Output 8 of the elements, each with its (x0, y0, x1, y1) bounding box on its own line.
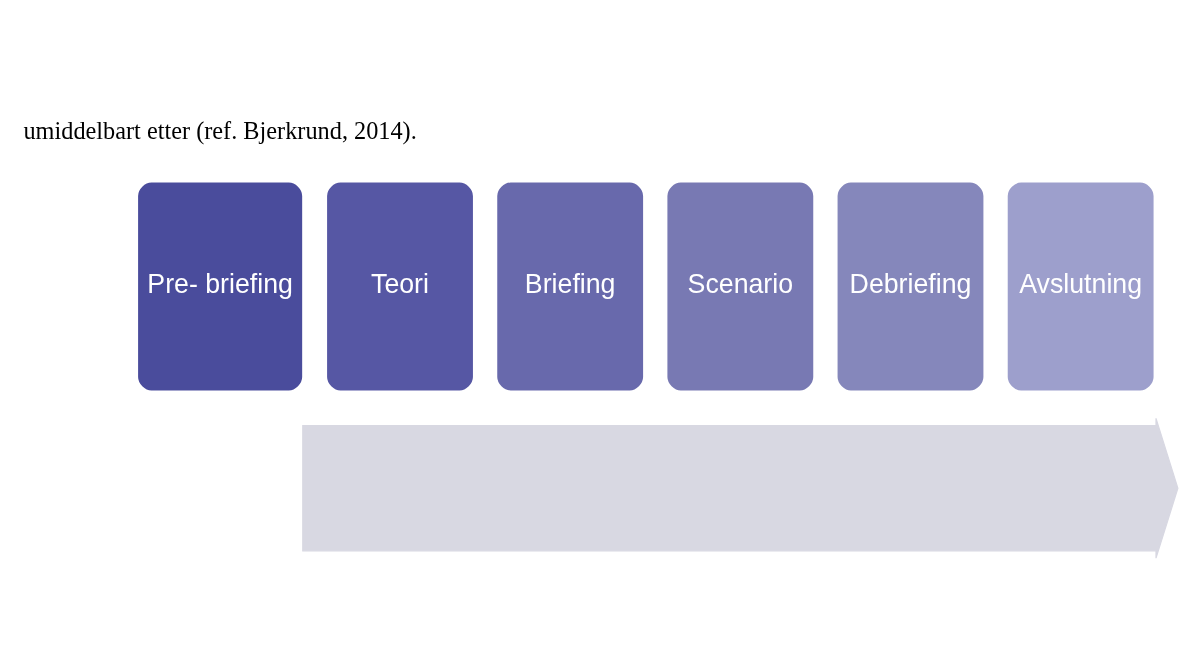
node-box: Teori (324, 180, 476, 393)
node-box: Pre- briefing (135, 180, 305, 393)
node-box: Avslutning (1005, 180, 1156, 393)
node-box: Debriefing (835, 180, 986, 393)
node-box: Briefing (494, 180, 646, 393)
node-box: Scenario (664, 180, 816, 393)
node-arrow (302, 417, 1179, 559)
label: umiddelbart etter (ref. Bjerkrund, 2014). (23, 116, 417, 144)
